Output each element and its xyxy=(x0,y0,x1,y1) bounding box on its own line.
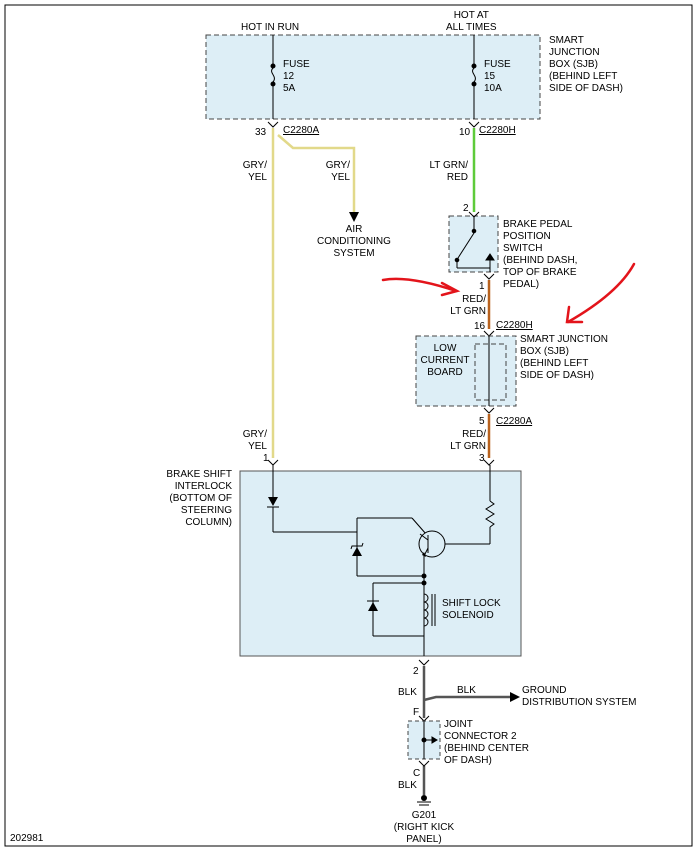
label-gry-yel-3: GRY/ YEL xyxy=(242,429,267,452)
label-g201: G201 (RIGHT KICK PANEL) xyxy=(393,810,455,845)
connector-c2280a-mid xyxy=(483,407,495,414)
bsi-zener-icon xyxy=(350,542,364,556)
bsi-connector-pin2 xyxy=(418,659,430,666)
label-shift-lock-solenoid: SHIFT LOCK SOLENOID xyxy=(442,598,501,621)
label-c2280h-mid: C2280H xyxy=(496,320,533,331)
connector-c2280a-top xyxy=(267,121,279,128)
wire-gry-yel xyxy=(271,128,356,458)
ground-distribution-arrow-icon xyxy=(510,692,520,702)
junction-dot-1 xyxy=(421,573,427,579)
label-blk-3: BLK xyxy=(398,780,417,791)
joint-connector-c xyxy=(418,760,430,767)
bsi-connector-pin1 xyxy=(267,459,279,466)
label-pin-5: 5 xyxy=(479,416,485,427)
label-pin-f: F xyxy=(413,707,420,718)
ac-arrow-icon xyxy=(349,212,359,222)
connector-c2280h-mid xyxy=(483,330,495,337)
label-lt-grn-red: LT GRN/ RED xyxy=(429,160,468,183)
ground-icon xyxy=(417,795,431,806)
wire-blk xyxy=(422,666,510,795)
label-fuse-15: FUSE 15 10A xyxy=(484,59,511,94)
label-ac-system: AIR CONDITIONING SYSTEM xyxy=(317,224,391,259)
label-pin-2-bsi: 2 xyxy=(413,666,419,677)
annotation-arrow-1-icon xyxy=(381,277,461,297)
label-c2280h-top: C2280H xyxy=(479,125,516,136)
label-pin-3-bsi: 3 xyxy=(479,453,485,464)
label-pin-c: C xyxy=(413,768,421,779)
label-pin-33: 33 xyxy=(255,127,267,138)
bsi-connector-pin3 xyxy=(483,459,495,466)
label-fuse-12: FUSE 12 5A xyxy=(283,59,310,94)
label-brake-shift-interlock: BRAKE SHIFT INTERLOCK (BOTTOM OF STEERIN… xyxy=(166,469,232,528)
annotation-arrow-2-icon xyxy=(565,262,636,324)
bpp-switch-symbol xyxy=(454,217,495,272)
bsi-diode-1-icon xyxy=(267,497,279,508)
label-blk-2: BLK xyxy=(457,685,476,696)
label-hot-in-run: HOT IN RUN xyxy=(241,22,300,33)
label-joint-connector: JOINT CONNECTOR 2 (BEHIND CENTER OF DASH… xyxy=(444,719,530,766)
label-low-current-board: LOW CURRENT BOARD xyxy=(420,343,470,378)
label-figure-id: 202981 xyxy=(10,833,44,844)
connector-c2280h-top xyxy=(468,121,480,128)
label-gry-yel-2: GRY/ YEL xyxy=(325,160,350,183)
low-current-board-box xyxy=(474,343,507,401)
fuse-15-symbol xyxy=(471,35,477,119)
solenoid-coil-icon xyxy=(423,593,436,627)
label-pin-1-bpp: 1 xyxy=(479,281,485,292)
label-pin-16: 16 xyxy=(474,321,486,332)
label-pin-1-bsi: 1 xyxy=(263,453,269,464)
label-sjb-top: SMART JUNCTION BOX (SJB) (BEHIND LEFT SI… xyxy=(549,35,623,94)
label-c2280a-top: C2280A xyxy=(283,125,320,136)
bsi-diode-2-icon xyxy=(367,600,379,611)
label-pin-10: 10 xyxy=(459,127,471,138)
joint-connector-symbol xyxy=(421,721,438,759)
label-blk-1: BLK xyxy=(398,687,417,698)
label-pin-2-bpp: 2 xyxy=(463,203,469,214)
bpp-connector-bottom xyxy=(483,273,495,280)
label-gry-yel-1: GRY/ YEL xyxy=(242,160,267,183)
label-sjb-mid: SMART JUNCTION BOX (SJB) (BEHIND LEFT SI… xyxy=(520,334,608,381)
junction-dot-2 xyxy=(421,580,427,586)
transistor-icon xyxy=(418,530,446,558)
bsi-circuit xyxy=(272,465,495,656)
label-red-lt-grn-1: RED/ LT GRN xyxy=(450,294,486,317)
fuse-12-symbol xyxy=(270,35,276,119)
bsi-box xyxy=(239,470,522,657)
label-red-lt-grn-2: RED/ LT GRN xyxy=(450,429,486,452)
label-ground-distribution: GROUND DISTRIBUTION SYSTEM xyxy=(522,685,637,708)
label-hot-at-all-times: HOT AT ALL TIMES xyxy=(446,10,497,33)
sjb-top-box xyxy=(205,34,541,120)
label-c2280a-mid: C2280A xyxy=(496,416,533,427)
label-bpp-switch: BRAKE PEDAL POSITION SWITCH (BEHIND DASH… xyxy=(503,219,578,290)
outer-frame xyxy=(4,4,693,847)
